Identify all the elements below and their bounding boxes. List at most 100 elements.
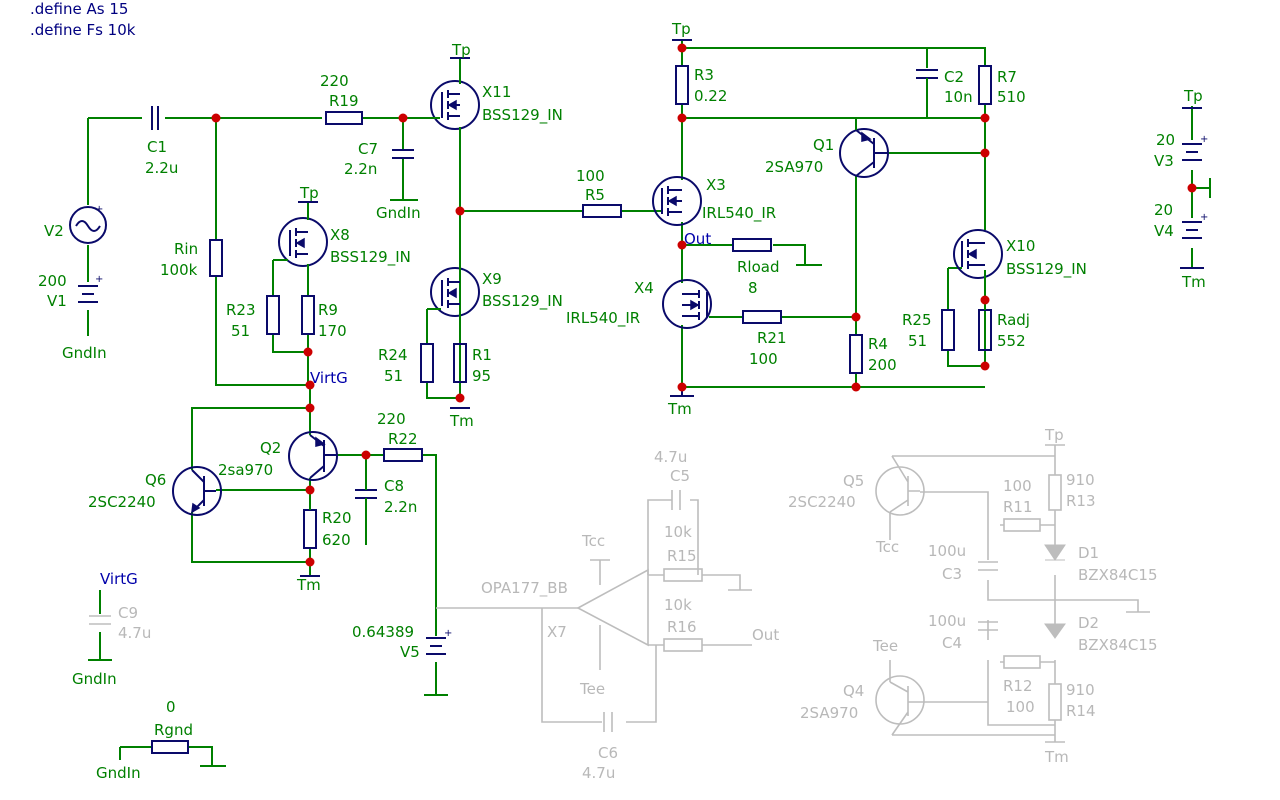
v5-value: 0.64389 (352, 623, 414, 641)
q1-name: Q1 (813, 136, 834, 154)
r14-name: R14 (1066, 702, 1096, 720)
r24-name: R24 (378, 346, 408, 364)
r4-resistor (849, 334, 863, 374)
c9-capacitor (88, 590, 112, 661)
r20-name: R20 (322, 509, 352, 527)
tm-reg: Tm (1044, 748, 1069, 766)
x9-mosfet (426, 210, 480, 399)
c1-value: 2.2u (145, 159, 178, 177)
r9-name: R9 (318, 301, 338, 319)
rgnd-value: 0 (166, 698, 176, 716)
r12-name: R12 (1003, 677, 1033, 695)
v5-name: V5 (400, 643, 420, 661)
svg-text:+: + (95, 204, 103, 215)
c3-value: 100u (928, 542, 966, 560)
r23-value: 51 (231, 322, 250, 340)
x11-model: BSS129_IN (482, 106, 563, 125)
x4-mosfet (662, 279, 712, 329)
c7-name: C7 (358, 140, 378, 158)
r22-resistor (383, 448, 423, 462)
svg-text:+: + (1200, 212, 1208, 223)
tp-v3: Tp (1183, 87, 1203, 105)
q6-model: 2SC2240 (88, 493, 156, 511)
tm-x9: Tm (449, 412, 474, 430)
tm-v4: Tm (1181, 273, 1206, 291)
d1-name: D1 (1078, 544, 1099, 562)
c7-value: 2.2n (344, 160, 377, 178)
x10-name: X10 (1006, 237, 1035, 255)
x11-mosfet (405, 57, 480, 398)
q5-name: Q5 (843, 472, 864, 490)
c7-capacitor (390, 118, 418, 201)
x8-mosfet (272, 201, 328, 385)
tp-top: Tp (671, 20, 691, 38)
c2-capacitor (916, 69, 938, 100)
v1-name: V1 (47, 292, 67, 310)
r14-value: 910 (1066, 681, 1095, 699)
rgnd-resistor (119, 740, 226, 767)
c5-name: C5 (670, 467, 690, 485)
r20-resistor (303, 509, 317, 549)
c9-value: 4.7u (118, 624, 151, 642)
v3-v4-supply: + + (1180, 106, 1211, 269)
r13-value: 910 (1066, 471, 1095, 489)
d2-model: BZX84C15 (1078, 636, 1158, 654)
d1-model: BZX84C15 (1078, 566, 1158, 584)
r21-name: R21 (757, 329, 787, 347)
rload-name: Rload (737, 258, 779, 276)
r19-value: 220 (320, 72, 349, 90)
directive-fs: .define Fs 10k (30, 21, 136, 39)
r15-name: R15 (667, 547, 697, 565)
v4-value: 20 (1154, 201, 1173, 219)
x9-name: X9 (482, 270, 502, 288)
r3-resistor (675, 65, 689, 105)
r15-value: 10k (664, 523, 692, 541)
q2-transistor (288, 431, 338, 481)
q1-model: 2SA970 (765, 158, 823, 176)
input-wires (87, 117, 405, 386)
r21-value: 100 (749, 350, 778, 368)
r7-value: 510 (997, 88, 1026, 106)
opa-name: OPA177_BB (481, 579, 568, 598)
r22-name: R22 (388, 430, 418, 448)
r25-value: 51 (908, 332, 927, 350)
tp-reg: Tp (1044, 426, 1064, 444)
r24-resistor (420, 343, 434, 383)
q6-name: Q6 (145, 471, 166, 489)
tp-x11: Tp (451, 41, 471, 59)
c2-name: C2 (944, 68, 964, 86)
c4-value: 100u (928, 612, 966, 630)
svg-text:+: + (444, 628, 452, 639)
rgnd-name: Rgnd (154, 721, 193, 739)
tee-q4: Tee (872, 637, 898, 655)
q2-name: Q2 (260, 439, 281, 457)
regulator-ghost-circuit (875, 444, 1150, 743)
c6-name: C6 (598, 744, 618, 762)
r1-value: 95 (472, 367, 491, 385)
r9-value: 170 (318, 322, 347, 340)
tcc-label: Tcc (581, 532, 605, 550)
q5-model: 2SC2240 (788, 493, 856, 511)
x10-mosfet (953, 229, 1003, 279)
r25-name: R25 (902, 311, 932, 329)
x4-model: IRL540_IR (566, 309, 640, 328)
tm-bottom: Tm (667, 400, 692, 418)
x7-name: X7 (547, 623, 567, 641)
r25-resistor (941, 309, 955, 351)
tee-label: Tee (579, 680, 605, 698)
r7-resistor (978, 65, 992, 105)
x11-name: X11 (482, 83, 511, 101)
rin-resistor (209, 239, 223, 277)
r5-resistor (582, 204, 622, 218)
x4-name: X4 (634, 279, 654, 297)
c9-name: C9 (118, 604, 138, 622)
r21-resistor (742, 310, 782, 324)
x8-name: X8 (330, 226, 350, 244)
r13-name: R13 (1066, 492, 1096, 510)
c5-value: 4.7u (654, 448, 687, 466)
q4-model: 2SA970 (800, 704, 858, 722)
gndin-rgnd: GndIn (96, 764, 141, 782)
svg-text:+: + (95, 274, 103, 285)
virtg-label: VirtG (310, 369, 348, 387)
r22-value: 220 (377, 410, 406, 428)
